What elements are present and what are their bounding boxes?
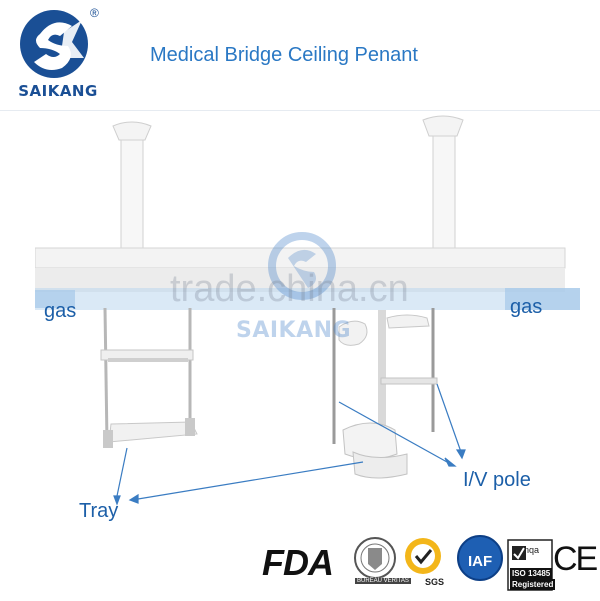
label-tray: Tray: [79, 500, 119, 522]
label-gas-right: gas: [510, 296, 543, 318]
label-iv-pole: I/V pole: [463, 469, 531, 491]
ceiling-pendant-illustration: [35, 115, 580, 506]
sgs-label: SGS: [425, 577, 445, 587]
watermark-brand-text: SAIKANG: [236, 318, 352, 343]
watermark-logo: [262, 226, 342, 306]
product-photo: [35, 112, 580, 532]
fda-mark: FDA: [262, 542, 334, 583]
label-gas-left: gas: [44, 300, 77, 322]
ce-mark-icon: CE: [553, 540, 598, 578]
bridge-beam: [35, 247, 580, 310]
bureau-veritas-seal-icon: [354, 537, 396, 579]
tray-unit: [100, 307, 198, 448]
saikang-logo-icon: [20, 10, 88, 78]
iso-label: ISO 13485: [510, 568, 553, 579]
ceiling-mount-left: [112, 121, 152, 251]
brand-name: SAIKANG: [18, 82, 98, 100]
page-title: Medical Bridge Ceiling Penant: [150, 44, 418, 66]
bureau-veritas-label: BUREAU VERITAS: [355, 578, 411, 584]
sgs-seal-icon: [405, 538, 441, 574]
iaf-label: IAF: [468, 553, 493, 570]
header-divider: [0, 110, 600, 111]
iaf-globe-icon: [457, 535, 503, 581]
ceiling-mount-right: [422, 115, 464, 251]
saikang-logo-icon: [268, 232, 336, 300]
iv-pole-unit: [332, 308, 438, 479]
brand-logo: ® SAIKANG: [10, 6, 110, 101]
nqa-label: nqa: [524, 545, 540, 555]
callout-lines: [113, 383, 466, 506]
watermark-site-text: trade.china.cn: [170, 268, 409, 310]
registered-icon: ®: [90, 6, 99, 20]
registered-label: Registered: [510, 579, 556, 590]
